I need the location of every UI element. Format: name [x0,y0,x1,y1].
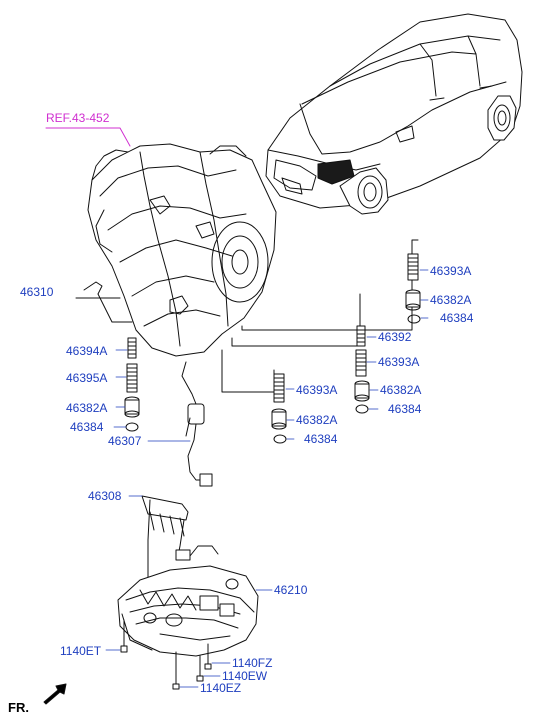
part-label-46307: 46307 [108,434,142,448]
valve-body-46210 [117,565,259,657]
part-label-46393A-mid: 46393A [378,355,420,369]
part-label-46210: 46210 [274,583,308,597]
part-label-46394A: 46394A [66,344,108,358]
part-label-46308: 46308 [88,489,122,503]
part-label-46384-low: 46384 [304,432,338,446]
bolt-1140EZ [172,651,180,690]
o-ring-46384-low [273,434,287,444]
part-label-46382A-low: 46382A [296,413,338,427]
transaxle-assembly [87,143,277,357]
wire-harness-46308 [141,495,219,581]
piston-46382A-left [124,396,140,418]
spring-46392 [356,325,366,347]
part-label-1140EW: 1140EW [222,669,268,683]
part-label-46393A-low: 46393A [296,383,338,397]
front-direction-arrow [43,683,67,705]
spring-46393A-low [273,373,285,403]
car-illustration [265,13,523,215]
part-label-46382A-top: 46382A [430,293,472,307]
spring-46393A-mid [355,349,367,377]
o-ring-46384-left [125,422,139,432]
part-label-1140ET: 1140ET [60,644,102,658]
o-ring-46384-top [407,314,421,324]
piston-46382A-mid [354,380,370,402]
part-label-46382A-left: 46382A [66,401,108,415]
part-label-46395A-left: 46395A [66,371,108,385]
part-label-46392: 46392 [378,330,412,344]
piston-46382A-top [405,289,421,311]
o-ring-46384-mid [355,404,369,414]
part-label-46384-left: 46384 [70,420,104,434]
part-label-46384-mid: 46384 [388,402,422,416]
part-label-1140EZ: 1140EZ [200,681,242,695]
reference-label: REF.43-452 [46,111,110,125]
bolt-1140EW [196,655,204,682]
part-label-46384-top: 46384 [440,311,474,325]
front-direction-label: FR. [8,700,29,715]
bolt-1140ET [120,619,128,653]
bolt-1140FZ [204,643,212,670]
piston-46382A-low [271,408,287,430]
part-label-46382A-mid: 46382A [380,383,422,397]
part-label-46393A-top: 46393A [430,264,472,278]
part-label-46310: 46310 [20,285,54,299]
spring-46394A [127,337,137,359]
wire-harness-46307 [181,361,213,487]
part-label-1140FZ: 1140FZ [232,656,273,670]
spring-46395A [126,363,138,393]
spring-46393A-top [407,253,419,281]
